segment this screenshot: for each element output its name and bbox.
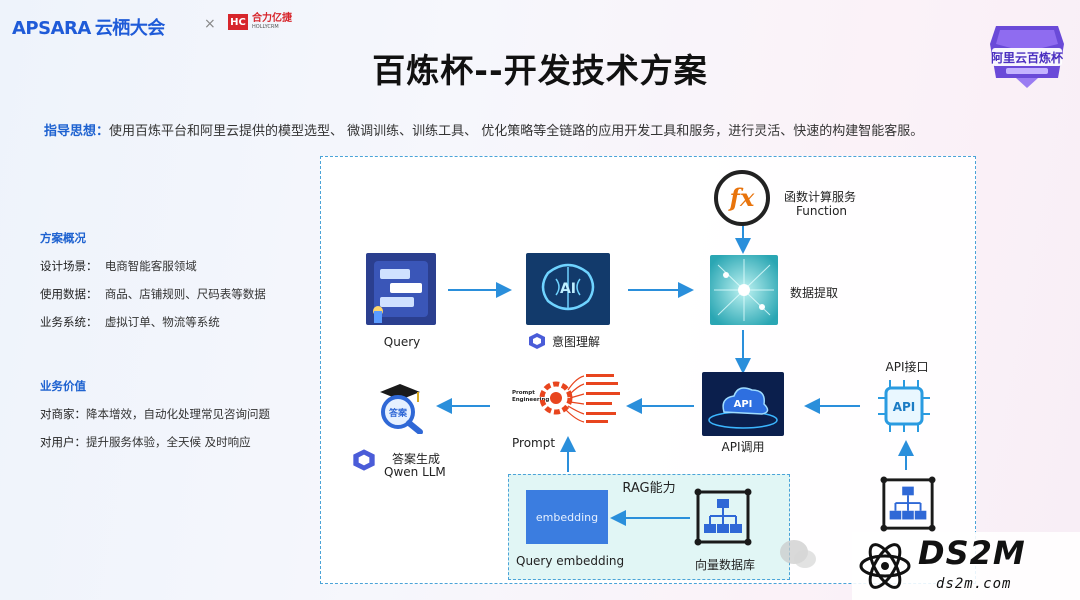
- overview-row: 业务系统： 虚拟订单、物流等系统: [40, 314, 220, 330]
- overview-title: 方案概况: [40, 231, 86, 245]
- api-cloud-icon: API: [702, 372, 784, 436]
- ds2m-watermark: DS2M ds2m.com: [852, 532, 1080, 600]
- overview-key: 设计场景：: [40, 259, 98, 273]
- intent-label: 意图理解: [552, 335, 601, 349]
- api-interface-label: API接口: [885, 360, 929, 374]
- prompt-label: Prompt: [512, 436, 556, 450]
- data-extract-icon: [710, 255, 778, 325]
- api-chip-text: API: [893, 400, 916, 414]
- ds2m-url: ds2m.com: [936, 576, 1012, 592]
- hollycrm-en: HOLLYCRM: [252, 24, 279, 30]
- business-db-network-icon: [880, 476, 936, 532]
- answer-label: 答案生成: [392, 452, 441, 466]
- atom-logo-icon: [859, 543, 911, 589]
- apsara-logo-cn: 云栖大会: [94, 18, 166, 39]
- overview-value: 虚拟订单、物流等系统: [104, 315, 220, 329]
- bailian-logo-icon: [529, 333, 545, 349]
- prompt-icon-line: Prompt: [512, 390, 535, 396]
- value-value: 提升服务体验，全天候 及时响应: [86, 435, 251, 449]
- api-call-label: API调用: [721, 440, 765, 454]
- hollycrm-logo: HC 合力亿捷 HOLLYCRM: [228, 14, 292, 30]
- api-chip-icon: API: [878, 380, 930, 432]
- qwen-logo-icon: [353, 449, 375, 471]
- value-title: 业务价值: [40, 379, 86, 393]
- query-embedding-label: Query embedding: [516, 554, 625, 568]
- embedding-text: embedding: [535, 510, 599, 524]
- value-row: 对商家：降本增效，自动化处理常见咨询问题: [40, 406, 270, 422]
- vector-db-network-icon: [694, 488, 752, 546]
- overview-value: 商品、店铺规则、尺码表等数据: [104, 287, 266, 301]
- prompt-icon-line: Engineering: [512, 397, 549, 403]
- function-fx-icon: fx: [714, 170, 770, 226]
- hollycrm-cn: 合力亿捷: [252, 13, 292, 24]
- apsara-logo-text: APSARA: [12, 18, 91, 39]
- rag-title: RAG能力: [622, 481, 676, 496]
- guide-text: 使用百炼平台和阿里云提供的模型选型、 微调训练、训练工具、 优化策略等全链路的应…: [109, 124, 924, 139]
- guide-label: 指导思想：: [44, 124, 110, 139]
- overview-value: 电商智能客服领域: [104, 259, 197, 273]
- wechat-watermark-icon: [780, 540, 816, 568]
- logo-separator: ×: [204, 16, 216, 32]
- vector-db-label: 向量数据库: [694, 558, 755, 572]
- data-extract-label: 数据提取: [790, 286, 839, 300]
- answer-icon-text: 答案: [388, 407, 408, 419]
- prompt-engineering-icon: Prompt Engineering: [510, 366, 624, 430]
- bailian-cup-badge: 阿里云百炼杯: [990, 26, 1064, 88]
- ds2m-brand: DS2M: [918, 534, 1026, 572]
- page-title: 百炼杯--开发技术方案: [372, 51, 708, 90]
- api-cloud-text: API: [734, 399, 753, 410]
- function-en-label: Function: [796, 204, 848, 218]
- query-label: Query: [383, 335, 421, 349]
- ai-text: AI: [560, 281, 576, 297]
- overview-row: 设计场景： 电商智能客服领域: [40, 258, 197, 274]
- fx-text: fx: [728, 183, 755, 212]
- ai-brain-icon: AI: [526, 253, 610, 325]
- value-key: 对用户：: [40, 435, 86, 449]
- overview-key: 使用数据：: [40, 287, 98, 301]
- answer-model-label: Qwen LLM: [384, 465, 446, 479]
- value-row: 对用户：提升服务体验，全天候 及时响应: [40, 434, 251, 450]
- answer-magnifier-icon: 答案: [380, 384, 423, 434]
- value-key: 对商家：: [40, 407, 86, 421]
- value-value: 降本增效，自动化处理常见咨询问题: [86, 407, 270, 421]
- query-document-icon: [366, 253, 436, 325]
- guide-line: 指导思想：使用百炼平台和阿里云提供的模型选型、 微调训练、训练工具、 优化策略等…: [44, 120, 923, 139]
- badge-text: 阿里云百炼杯: [991, 50, 1064, 65]
- function-service-label: 函数计算服务: [784, 190, 857, 204]
- embedding-box: embedding: [526, 490, 608, 544]
- hollycrm-mark: HC: [228, 14, 248, 30]
- overview-row: 使用数据： 商品、店铺规则、尺码表等数据: [40, 286, 266, 302]
- overview-key: 业务系统：: [40, 315, 98, 329]
